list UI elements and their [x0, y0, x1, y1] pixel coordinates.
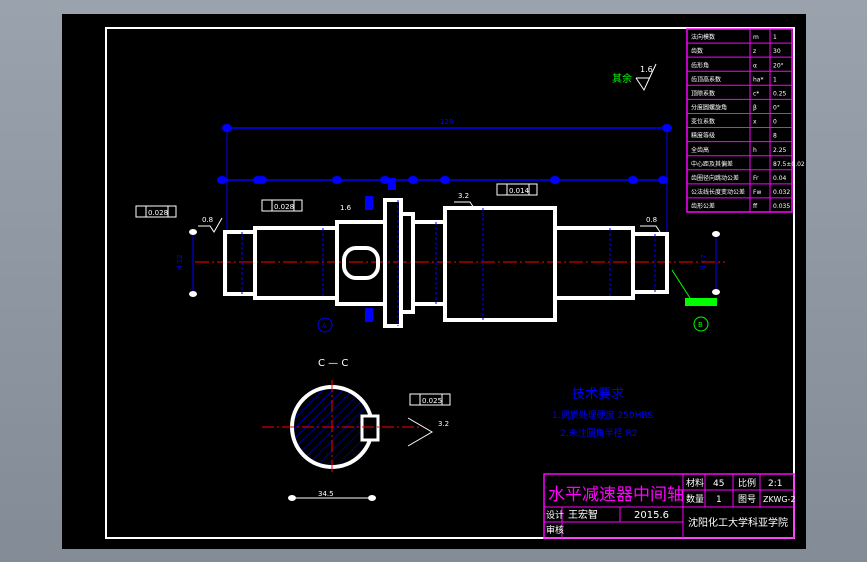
dimension-dot — [550, 176, 560, 184]
scale-label: 比例 — [738, 477, 756, 489]
param-val: 0 — [773, 119, 777, 126]
svg-text:1.6: 1.6 — [340, 204, 352, 212]
gear-params-table: 法向模数 m 1 齿数 z 30 齿形角 α 20° 齿顶高系数 ha* 1 顶隙系数 c* 0.25 分度圆… — [686, 28, 805, 213]
param-name: 精度等级 — [691, 132, 715, 140]
svg-text:d 12: d 12 — [176, 254, 184, 270]
rest-roughness-label: 其余 — [612, 72, 632, 85]
param-sym: m — [753, 34, 759, 41]
param-sym: h — [753, 147, 757, 154]
drawing-title: 水平减速器中间轴 — [548, 485, 684, 505]
keyway — [342, 246, 380, 280]
dimension-dot — [628, 176, 638, 184]
param-val: 87.5±0.02 — [773, 161, 805, 168]
param-val: 20° — [773, 62, 784, 69]
param-name: 齿形角 — [691, 61, 709, 69]
param-sym: c* — [753, 90, 759, 97]
svg-text:128: 128 — [440, 118, 453, 126]
material-label: 材料 — [686, 477, 704, 489]
param-sym: ff — [753, 203, 758, 210]
dimension-dot — [408, 176, 418, 184]
param-sym: Fr — [753, 175, 759, 182]
dimension-dot — [658, 176, 668, 184]
param-name: 公法线长度变动公差 — [691, 188, 745, 196]
drawing-date: 2015.6 — [634, 510, 669, 521]
shaft-main-view: d 12 d 17 — [176, 178, 725, 328]
roughness-symbol: 1.6 — [635, 63, 657, 92]
tolerance-frame-1: 0.028 — [135, 205, 177, 218]
section-view: 34.5 0.025 3.2 — [262, 380, 451, 501]
dimension-dot — [440, 176, 450, 184]
param-val: 0° — [773, 105, 780, 112]
dimension-dot — [217, 176, 227, 184]
notes-line-1: 1.调质处理硬度 250HBS — [552, 409, 653, 421]
notes-heading: 技术要求 — [572, 387, 624, 402]
param-name: 齿形公差 — [691, 202, 715, 210]
svg-text:3.2: 3.2 — [458, 192, 469, 200]
param-name: 齿圈径向跳动公差 — [691, 174, 739, 182]
svg-text:B: B — [698, 321, 703, 329]
param-name: 顶隙系数 — [691, 89, 715, 97]
svg-text:1.6: 1.6 — [640, 65, 653, 74]
material-value: 45 — [713, 479, 724, 489]
svg-text:3.2: 3.2 — [438, 420, 449, 428]
param-name: 变位系数 — [691, 118, 715, 126]
param-val: 0.25 — [773, 90, 787, 97]
quantity-value: 1 — [716, 495, 722, 505]
drawing-no-value: ZKWG-2 — [763, 495, 796, 504]
svg-text:0.028: 0.028 — [274, 203, 294, 211]
tolerance-frame-3: 0.014 — [496, 183, 538, 196]
svg-text:d 17: d 17 — [700, 254, 708, 270]
technical-notes: 技术要求 1.调质处理硬度 250HBS 2.未注圆角半径 R2 — [552, 387, 653, 439]
chain-dimension — [217, 176, 668, 184]
drawing-no-label: 图号 — [738, 494, 756, 505]
notes-line-2: 2.未注圆角半径 R2 — [560, 427, 637, 439]
param-sym: β — [753, 105, 757, 112]
dimension-dot — [332, 176, 342, 184]
param-val: 1 — [773, 34, 777, 41]
param-sym: ha* — [753, 76, 763, 83]
drawing-background — [62, 14, 806, 549]
datum-b-marker: B — [671, 269, 717, 332]
param-val: 1 — [773, 76, 777, 83]
svg-text:0.8: 0.8 — [646, 216, 657, 224]
param-sym: x — [753, 119, 757, 126]
svg-text:0.8: 0.8 — [202, 216, 213, 224]
svg-text:0.014: 0.014 — [509, 187, 530, 195]
review-label: 审核 — [546, 524, 564, 536]
designer-label: 设计 — [546, 509, 564, 521]
section-label: C — C — [318, 358, 348, 369]
param-name: 齿数 — [691, 47, 703, 55]
dimension-dot — [380, 176, 390, 184]
param-name: 全齿高 — [691, 146, 709, 154]
quantity-label: 数量 — [686, 493, 704, 505]
param-val: 0.04 — [773, 175, 787, 182]
param-name: 分度圆螺旋角 — [691, 104, 727, 112]
svg-text:0.025: 0.025 — [422, 397, 442, 405]
tolerance-frame-2: 0.028 — [261, 199, 303, 212]
param-val: 0.035 — [773, 203, 790, 210]
param-val: 2.25 — [773, 147, 787, 154]
svg-text:34.5: 34.5 — [318, 490, 334, 498]
param-val: 30 — [773, 48, 781, 55]
title-block: 水平减速器中间轴 材料 45 比例 2:1 数量 1 图号 ZKWG-2 设计 … — [543, 473, 796, 539]
param-name: 齿顶高系数 — [691, 75, 721, 83]
svg-text:A: A — [322, 322, 327, 330]
svg-text:0.028: 0.028 — [148, 209, 168, 217]
scale-value: 2:1 — [768, 479, 782, 489]
param-name: 法向模数 — [691, 33, 715, 41]
school-name: 沈阳化工大学科亚学院 — [688, 516, 788, 529]
param-sym: α — [753, 62, 757, 69]
param-sym: z — [753, 48, 756, 55]
param-val: 0.032 — [773, 189, 790, 196]
roughness-marks: 0.8 3.2 1.6 0.8 — [198, 192, 661, 233]
param-val: 8 — [773, 133, 777, 140]
dimension-dot — [257, 176, 267, 184]
param-name: 中心距及其偏差 — [691, 160, 733, 168]
designer-name: 王宏智 — [568, 508, 598, 521]
datum-a-marker: A — [317, 317, 333, 333]
param-sym: Fw — [753, 189, 761, 196]
drawing-frame — [105, 27, 795, 539]
